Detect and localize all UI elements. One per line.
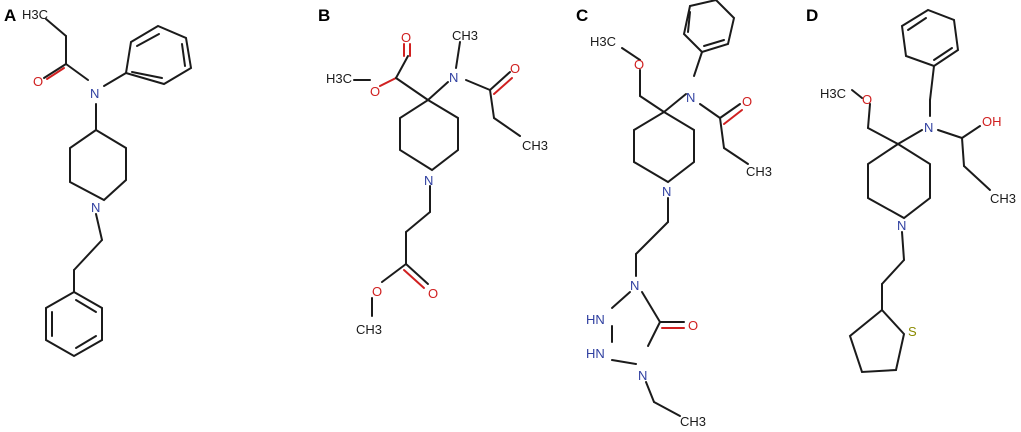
atom-n-b1: N: [449, 70, 458, 85]
atom-n-c3: N: [630, 278, 639, 293]
atom-o-c2: O: [742, 94, 752, 109]
atom-o-c1: O: [634, 57, 644, 72]
panel-c: C H3C O N O CH3: [576, 0, 772, 429]
atom-o-b3: O: [510, 61, 520, 76]
panel-label-c: C: [576, 6, 588, 25]
atom-n-b2: N: [424, 173, 433, 188]
panel-label-d: D: [806, 6, 818, 25]
atom-n-d1: N: [924, 120, 933, 135]
panel-b: B H3C O O CH3 N O CH3 N O O CH3: [318, 6, 548, 337]
panel-a: A H3C O N N: [4, 6, 193, 358]
atom-h3c-b: H3C: [326, 71, 352, 86]
atom-o-b4: O: [428, 286, 438, 301]
atom-o-a: O: [33, 74, 43, 89]
atom-hn-c1: HN: [586, 312, 605, 327]
atom-ch3-c2: CH3: [680, 414, 706, 429]
atom-ch3-d: CH3: [990, 191, 1016, 206]
atom-n-a1: N: [90, 86, 99, 101]
atom-n-c2: N: [662, 184, 671, 199]
atom-s-d: S: [908, 324, 917, 339]
atom-h3c-c: H3C: [590, 34, 616, 49]
atom-ch3-c: CH3: [746, 164, 772, 179]
atom-n-c1: N: [686, 90, 695, 105]
atom-o-b2: O: [401, 30, 411, 45]
atom-n-c4: N: [638, 368, 647, 383]
panel-label-a: A: [4, 6, 16, 25]
atom-o-d1: O: [862, 92, 872, 107]
atom-ch3-b-top: CH3: [452, 28, 478, 43]
atom-h3c-a: H3C: [22, 7, 48, 22]
atom-n-d2: N: [897, 218, 906, 233]
atom-ch3-b-bottom: CH3: [356, 322, 382, 337]
atom-h3c-d: H3C: [820, 86, 846, 101]
atom-o-b5: O: [372, 284, 382, 299]
atom-hn-c2: HN: [586, 346, 605, 361]
atom-o-c3: O: [688, 318, 698, 333]
atom-oh-d: OH: [982, 114, 1002, 129]
atom-n-a2: N: [91, 200, 100, 215]
panel-d: D H3C O N OH CH3 N S: [806, 6, 1016, 374]
atom-o-b1: O: [370, 84, 380, 99]
atom-ch3-b-right: CH3: [522, 138, 548, 153]
panel-label-b: B: [318, 6, 330, 25]
